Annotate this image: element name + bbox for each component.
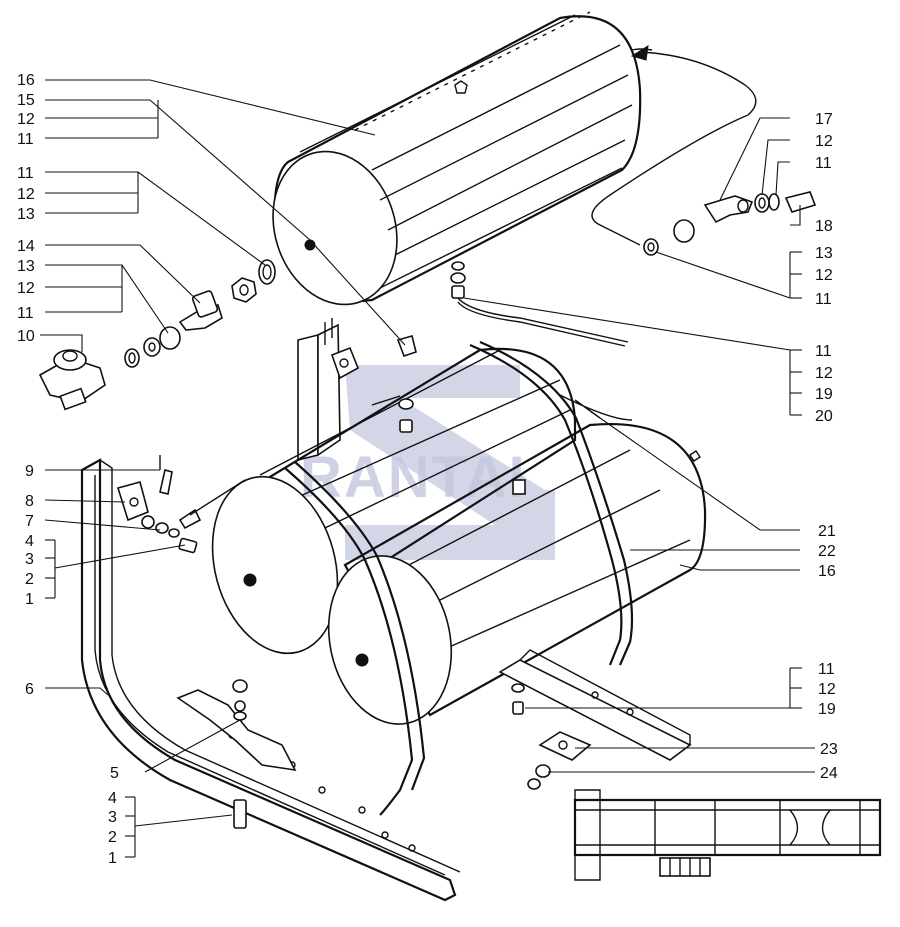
callout-label: 11 (17, 305, 34, 322)
callout-label: 4 (108, 790, 117, 807)
callout-labels-left: 16 15 12 11 11 12 13 14 13 12 11 10 9 8 … (17, 72, 119, 867)
callout-label: 13 (17, 206, 35, 223)
callout-label: 11 (815, 155, 832, 172)
callout-label: 12 (17, 186, 35, 203)
callout-label: 15 (17, 92, 35, 109)
callout-label: 19 (815, 386, 833, 403)
callout-label: 9 (25, 463, 34, 480)
leader-lines (40, 79, 815, 858)
callout-label: 3 (108, 809, 117, 826)
cross-member (498, 649, 692, 790)
callout-label: 4 (25, 533, 34, 550)
right-fittings (643, 191, 817, 256)
callout-label: 14 (17, 238, 35, 255)
callout-label: 20 (815, 408, 833, 425)
pipe-line (591, 51, 757, 246)
frame-inset (573, 789, 882, 881)
callout-label: 12 (818, 681, 836, 698)
callout-label: 18 (815, 218, 833, 235)
callout-label: 10 (17, 328, 35, 345)
callout-label: 12 (17, 111, 35, 128)
callout-label: 11 (818, 661, 835, 678)
arrow-head (630, 45, 649, 61)
tank-straps (284, 340, 634, 816)
callout-label: 2 (25, 571, 34, 588)
callout-label: 13 (17, 258, 35, 275)
callout-label: 12 (815, 365, 833, 382)
callout-label: 12 (815, 267, 833, 284)
callout-label: 3 (25, 551, 34, 568)
center-pipe (396, 261, 629, 358)
callout-label: 23 (820, 741, 838, 758)
callout-label: 24 (820, 765, 838, 782)
callout-label: 19 (818, 701, 836, 718)
left-fittings (124, 259, 276, 368)
lower-tank-front (327, 423, 707, 725)
callout-label: 11 (815, 343, 832, 360)
callout-label: 22 (818, 543, 836, 560)
callout-label: 12 (815, 133, 833, 150)
footstep-bracket (176, 679, 297, 829)
callout-label: 2 (108, 829, 117, 846)
callout-label: 13 (815, 245, 833, 262)
callout-label: 17 (815, 111, 833, 128)
callout-label: 8 (25, 493, 34, 510)
support-rail (80, 458, 461, 902)
watermark-text: RANTAI (300, 445, 527, 510)
callout-label: 16 (17, 72, 35, 89)
callout-label: 7 (25, 513, 34, 530)
callout-label: 11 (17, 131, 34, 148)
mid-hardware (116, 395, 414, 554)
callout-label: 1 (108, 850, 117, 867)
callout-label: 21 (818, 523, 836, 540)
watermark-logo: RANTAI (300, 365, 555, 560)
valve-10 (38, 349, 106, 411)
callout-label: 1 (25, 591, 34, 608)
callout-label: 11 (17, 165, 34, 182)
bracket-post (297, 318, 360, 462)
callout-label: 6 (25, 681, 34, 698)
callout-label: 11 (815, 291, 832, 308)
callout-label: 5 (110, 765, 119, 782)
top-air-tank (272, 11, 653, 306)
callout-label: 12 (17, 280, 35, 297)
callout-label: 16 (818, 563, 836, 580)
callout-labels-right: 17 12 11 18 13 12 11 11 12 19 20 21 22 1… (815, 111, 838, 782)
